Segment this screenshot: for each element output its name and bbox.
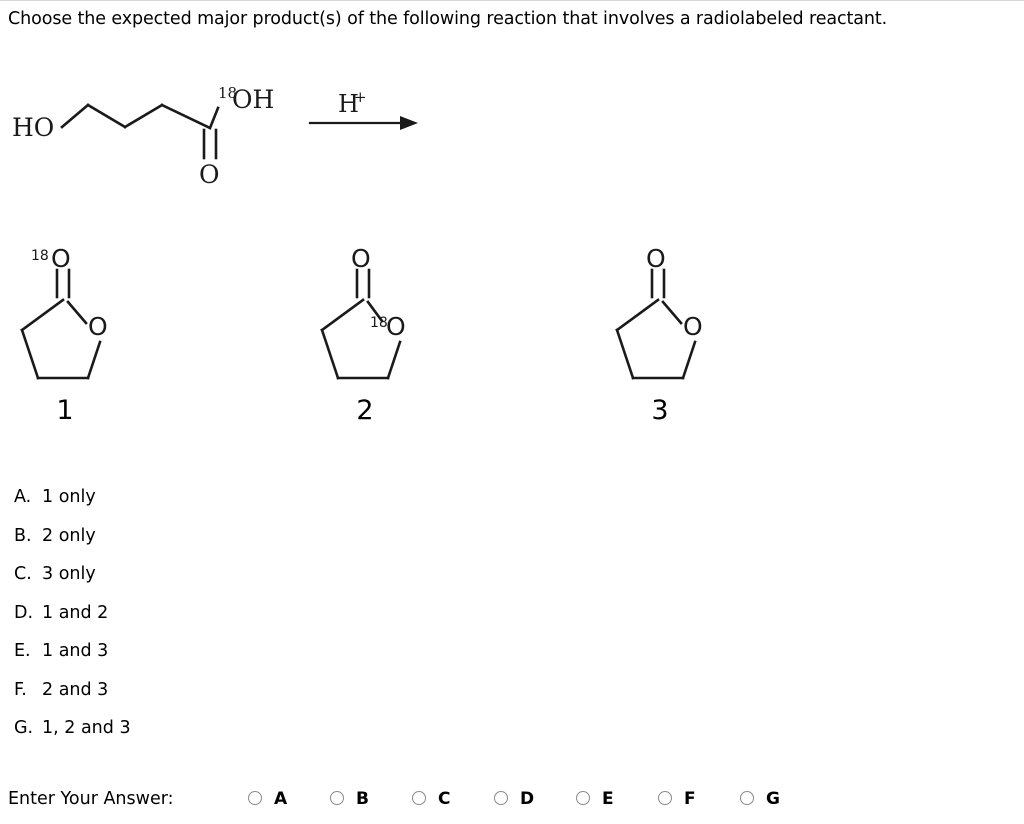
product-2-carbonyl-oxygen: O bbox=[351, 244, 371, 273]
product-3-number: 3 bbox=[651, 395, 669, 426]
option-b[interactable]: B. 2 only bbox=[14, 517, 344, 556]
product-structure-2: O 18 O 2 bbox=[300, 235, 500, 450]
radio-option-c[interactable]: C bbox=[412, 786, 472, 812]
radio-circle-e[interactable] bbox=[576, 791, 590, 805]
radio-circle-g[interactable] bbox=[740, 791, 754, 805]
option-c-text: 3 only bbox=[42, 564, 96, 584]
option-c[interactable]: C. 3 only bbox=[14, 555, 344, 594]
radio-circle-c[interactable] bbox=[412, 791, 426, 805]
reagent-h-label: H bbox=[338, 90, 359, 118]
top-divider bbox=[0, 0, 1024, 1]
radio-circle-f[interactable] bbox=[658, 791, 672, 805]
option-a[interactable]: A. 1 only bbox=[14, 478, 344, 517]
radio-label-e: E bbox=[602, 789, 614, 809]
radio-label-d: D bbox=[520, 789, 535, 809]
option-b-text: 2 only bbox=[42, 525, 96, 546]
option-g-text: 1, 2 and 3 bbox=[42, 718, 131, 738]
product-3-carbonyl-oxygen: O bbox=[646, 244, 666, 273]
option-g-letter: G. bbox=[14, 718, 34, 738]
option-a-text: 1 only bbox=[42, 487, 96, 507]
option-f-letter: F. bbox=[14, 679, 27, 700]
product-1-carbonyl-isotope: 18 bbox=[31, 248, 49, 264]
product-1-number: 1 bbox=[56, 395, 74, 426]
product-2-number: 2 bbox=[356, 395, 374, 426]
radio-option-g[interactable]: G bbox=[740, 786, 800, 812]
radio-circle-b[interactable] bbox=[330, 791, 344, 805]
reactant-skeleton bbox=[60, 103, 220, 160]
product-1-carbonyl-oxygen: O bbox=[51, 244, 71, 273]
reactant-hydroxyl-label: HO bbox=[12, 113, 54, 142]
radio-label-a: A bbox=[274, 789, 288, 809]
answer-bar: Enter Your Answer: A B C D E F G bbox=[8, 786, 1008, 814]
radio-option-b[interactable]: B bbox=[330, 786, 390, 812]
option-f[interactable]: F. 2 and 3 bbox=[14, 671, 344, 710]
product-structure-3: O O 3 bbox=[595, 235, 795, 450]
lactone-ring-1 bbox=[20, 268, 102, 380]
radio-label-f: F bbox=[684, 789, 696, 809]
option-f-text: 2 and 3 bbox=[42, 679, 109, 700]
radio-circle-a[interactable] bbox=[248, 791, 262, 805]
radio-label-g: G bbox=[766, 789, 780, 809]
product-1-ring-oxygen: O bbox=[88, 312, 108, 341]
enter-your-answer-label: Enter Your Answer: bbox=[8, 789, 174, 809]
product-structure-1: 18 O O 1 bbox=[0, 235, 200, 450]
reagent-charge-label: + bbox=[354, 88, 367, 106]
product-2-ring-isotope: 18 bbox=[370, 315, 388, 331]
option-a-letter: A. bbox=[14, 487, 32, 507]
lactone-ring-3 bbox=[615, 268, 697, 380]
radio-option-d[interactable]: D bbox=[494, 786, 554, 812]
reactant-carbonyl-oxygen-label: O bbox=[199, 160, 220, 189]
option-e[interactable]: E. 1 and 3 bbox=[14, 632, 344, 671]
option-d[interactable]: D. 1 and 2 bbox=[14, 594, 344, 633]
option-d-text: 1 and 2 bbox=[42, 602, 109, 623]
products-row: 18 O O 1 O 18 O 2 bbox=[0, 235, 800, 450]
product-3-ring-oxygen: O bbox=[683, 312, 703, 341]
lactone-ring-2 bbox=[320, 268, 402, 380]
reactant-acid-group-label: OH bbox=[232, 85, 274, 114]
radio-option-a[interactable]: A bbox=[248, 786, 308, 812]
reaction-scheme: HO 18 OH O H + bbox=[0, 70, 460, 200]
radio-label-c: C bbox=[438, 789, 451, 809]
option-e-text: 1 and 3 bbox=[42, 641, 109, 661]
option-d-letter: D. bbox=[14, 602, 34, 623]
reaction-arrow-icon bbox=[308, 116, 418, 130]
radio-option-f[interactable]: F bbox=[658, 786, 718, 812]
reactant-acid-oxygen-isotope: 18 bbox=[218, 84, 237, 102]
radio-option-e[interactable]: E bbox=[576, 786, 636, 812]
radio-circle-d[interactable] bbox=[494, 791, 508, 805]
option-e-letter: E. bbox=[14, 641, 31, 661]
option-c-letter: C. bbox=[14, 564, 32, 584]
answer-options-list: A. 1 only B. 2 only C. 3 only D. 1 and 2 E. 1… bbox=[14, 478, 344, 748]
question-prompt: Choose the expected major product(s) of … bbox=[8, 9, 888, 29]
option-g[interactable]: G. 1, 2 and 3 bbox=[14, 709, 344, 748]
product-2-ring-oxygen: O bbox=[386, 312, 406, 341]
radio-label-b: B bbox=[356, 789, 369, 809]
option-b-letter: B. bbox=[14, 525, 32, 546]
